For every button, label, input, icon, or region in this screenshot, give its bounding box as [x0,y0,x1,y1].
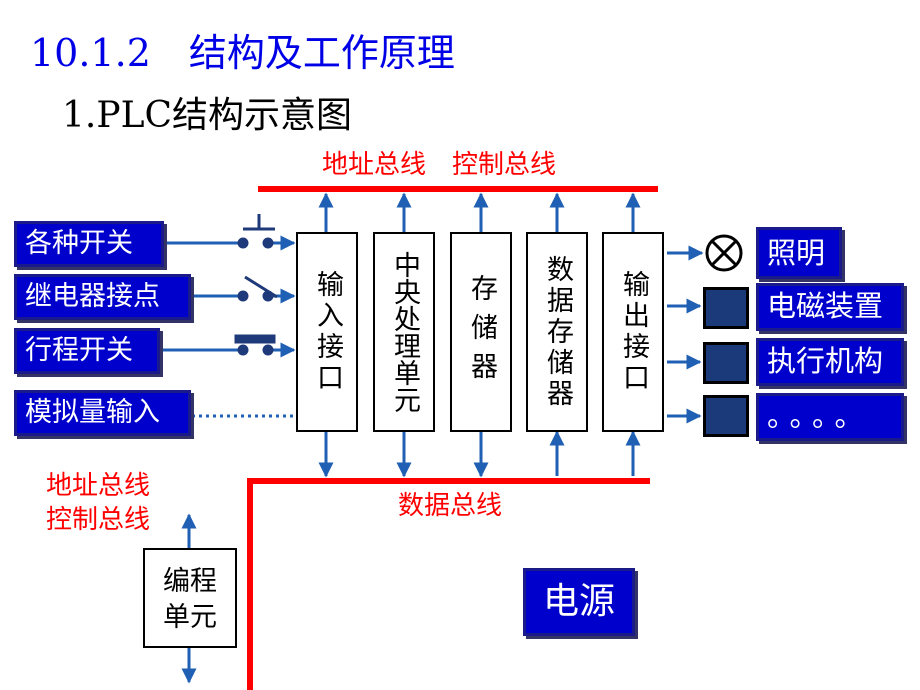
output-lines [667,245,704,424]
programming-unit-line2: 单元 [163,602,217,633]
unit-input-interface: 输入接口 [296,232,358,432]
actuator-square-icon [703,342,749,384]
data-bus-label: 数据总线 [398,491,503,521]
more-square-icon [703,395,749,437]
input-switches: 各种开关 [14,221,164,267]
switch-symbols [234,214,278,356]
left-bus-label-2: 控制总线 [46,505,151,535]
output-solenoid: 电磁装置 [756,283,904,331]
top-bus-label: 地址总线 控制总线 [322,150,557,180]
diagram-title: 1.PLC结构示意图 [62,95,353,136]
solenoid-square-icon [703,287,749,329]
left-bus-label-1: 地址总线 [46,471,151,501]
input-relay-contacts: 继电器接点 [14,274,191,320]
unit-memory: 存储器 [450,232,512,432]
programming-unit-line1: 编程 [163,566,217,597]
input-analog: 模拟量输入 [14,390,191,436]
programming-unit: 编程 单元 [143,548,237,648]
output-actuator: 执行机构 [756,338,904,386]
lamp-icon [705,234,743,272]
output-lighting: 照明 [756,227,842,279]
unit-data-memory: 数据存储器 [526,232,588,432]
power-supply: 电源 [523,568,635,636]
input-travel-switch: 行程开关 [14,328,160,374]
unit-cpu: 中央处理单元 [373,232,435,432]
section-title: 10.1.2 结构及工作原理 [30,31,455,75]
data-bus [247,478,650,690]
output-more: 。。。。 [756,393,904,441]
input-lines [160,235,296,418]
data-bus-arrows [318,430,641,478]
unit-output-interface: 输出接口 [602,232,664,432]
top-bus-arrows [318,192,641,232]
